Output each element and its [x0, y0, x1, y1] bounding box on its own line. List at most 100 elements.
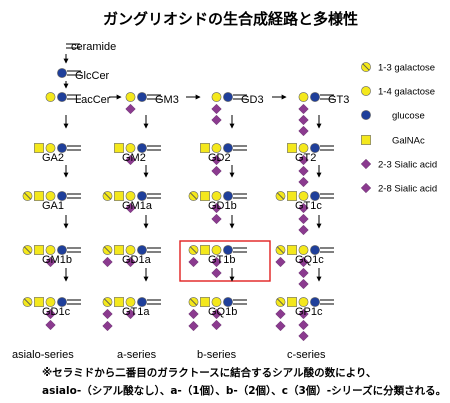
- glucose-icon: [223, 191, 233, 201]
- gal-1-3-slash: [23, 246, 32, 254]
- sialic-acid-icon: [45, 256, 56, 268]
- galnac-icon: [200, 191, 210, 201]
- node-label: GT3: [328, 94, 349, 106]
- node-gt1c: GT1c: [275, 191, 334, 236]
- node-gd3: GD3: [211, 92, 264, 126]
- node-laccer: LacCer: [45, 92, 111, 106]
- node-gm2: GM2: [114, 143, 161, 166]
- sialic-acid-icon: [211, 154, 222, 166]
- series-label-asialo: asialo-series: [12, 349, 74, 361]
- gal-1-3-slash: [276, 192, 285, 200]
- galnac-icon: [114, 245, 124, 255]
- legend-item-gal14: 1-4 galactose: [361, 86, 435, 98]
- sialic-acid-icon: [298, 154, 309, 166]
- gal-1-4-icon: [298, 245, 309, 255]
- galnac-icon: [200, 245, 210, 255]
- sialic-acid-icon: [211, 103, 222, 115]
- node-label: GD3: [241, 94, 264, 106]
- sialic-acid-icon: [298, 213, 309, 225]
- node-label: GlcCer: [75, 70, 110, 82]
- node-label: GD1b: [208, 200, 237, 212]
- node-label: GD2: [208, 152, 231, 164]
- galnac-icon: [34, 297, 44, 307]
- series-label-b: b-series: [197, 349, 237, 361]
- sialic-acid-icon: [298, 267, 309, 279]
- glucose-icon: [57, 143, 67, 153]
- sialic-acid-icon: [298, 125, 309, 137]
- sialic-acid-icon: [211, 308, 222, 320]
- terminal-sialic-acid-icon: [275, 320, 286, 332]
- node-gp1c: GP1c: [275, 297, 334, 342]
- sialic-acid-icon: [125, 154, 136, 166]
- gal-1-3-slash: [189, 192, 198, 200]
- sialic-acid-icon: [211, 213, 222, 225]
- node-ga2: GA2: [34, 143, 81, 164]
- gal-1-4-icon: [211, 245, 222, 255]
- node-gt2: GT2: [287, 143, 334, 188]
- legend-label: 2-8 Sialic acid: [378, 184, 437, 195]
- sialic-acid-icon: [125, 103, 136, 115]
- node-gd2: GD2: [200, 143, 247, 177]
- node-label: GA2: [42, 152, 64, 164]
- sialic-acid-icon: [298, 330, 309, 342]
- legend-label: 2-3 Sialic acid: [378, 160, 437, 171]
- glucose-icon: [310, 143, 320, 153]
- galnac-icon: [34, 191, 44, 201]
- gal-1-3-slash: [362, 63, 370, 71]
- sialic-acid-icon: [125, 256, 136, 268]
- node-label: GM1b: [42, 254, 72, 266]
- node-label: GT1b: [208, 254, 236, 266]
- sialic-acid-icon: [211, 256, 222, 268]
- gal-1-4-icon: [125, 245, 136, 255]
- gal-1-4-icon: [45, 143, 56, 153]
- node-gq1b: GQ1b: [188, 297, 247, 332]
- node-label-ceramide: ceramide: [71, 41, 116, 53]
- glucose-icon: [57, 191, 67, 201]
- sialic-acid-icon: [298, 308, 309, 320]
- node-label: GA1: [42, 200, 64, 212]
- gal-1-4-icon: [211, 191, 222, 201]
- gal-1-4-icon: [125, 143, 136, 153]
- glucose-icon: [137, 191, 147, 201]
- node-gd1b: GD1b: [188, 191, 247, 225]
- gal-1-3-slash: [189, 246, 198, 254]
- galnac-icon: [287, 191, 297, 201]
- gal-1-4-icon: [45, 92, 56, 102]
- glucose-icon: [310, 245, 320, 255]
- highlight-box: [179, 240, 271, 282]
- galnac-icon: [287, 143, 297, 153]
- terminal-sialic-acid-icon: [102, 256, 113, 268]
- node-label: GQ1c: [295, 254, 324, 266]
- node-label: LacCer: [75, 94, 111, 106]
- sialic-acid-icon: [298, 319, 309, 331]
- galnac-icon: [200, 297, 210, 307]
- glucose-icon: [310, 92, 320, 102]
- legend-item-sia23: 2-3 Sialic acid: [360, 158, 437, 171]
- gal-1-4-icon: [211, 143, 222, 153]
- node-label: GM2: [122, 152, 146, 164]
- sialic-acid-icon: [298, 114, 309, 126]
- legend-label: 1-3 galactose: [378, 63, 435, 74]
- sialic-acid-icon: [211, 202, 222, 214]
- series-label-c: c-series: [287, 349, 326, 361]
- node-gd1c: GD1c: [22, 297, 81, 331]
- galnac-icon: [114, 143, 124, 153]
- gal-1-3-slash: [23, 192, 32, 200]
- node-label: GT1c: [295, 200, 322, 212]
- galnac-icon: [34, 245, 44, 255]
- gal-1-4-icon: [211, 92, 222, 102]
- sialic-acid-icon: [298, 165, 309, 177]
- terminal-sialic-acid-icon: [275, 308, 286, 320]
- terminal-sialic-acid-icon: [188, 256, 199, 268]
- sialic-acid-icon: [45, 319, 56, 331]
- glucose-icon: [57, 245, 67, 255]
- node-gd1a: GD1a: [102, 245, 161, 268]
- node-ga1: GA1: [22, 191, 81, 212]
- sialic-acid-icon: [360, 182, 372, 194]
- pathway-arrows: [63, 54, 322, 282]
- gal-1-3-slash: [276, 298, 285, 306]
- sialic-acid-icon: [211, 319, 222, 331]
- node-label: GP1c: [295, 306, 323, 318]
- gal-1-3-slash: [276, 246, 285, 254]
